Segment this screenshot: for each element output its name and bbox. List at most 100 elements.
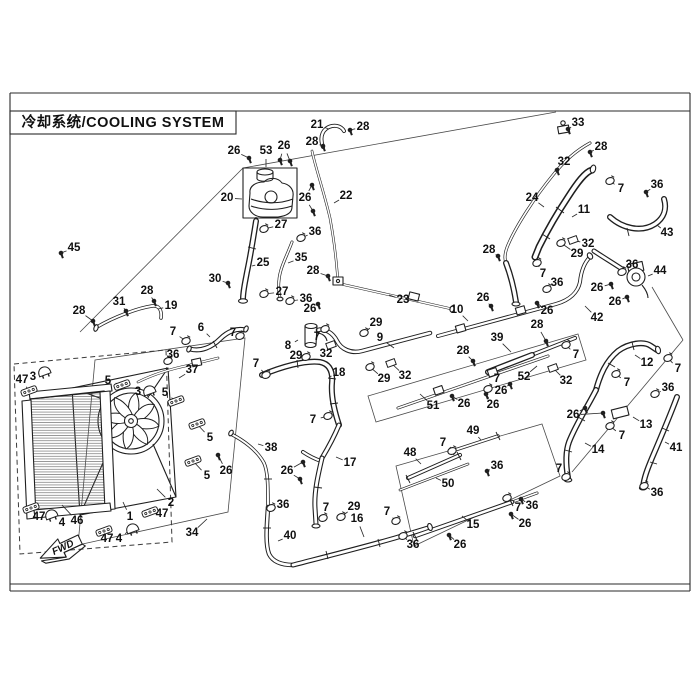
- callout-7: 7: [384, 506, 401, 525]
- hose-6: [188, 328, 247, 352]
- callout-4: 4: [116, 523, 140, 545]
- callout-50: 50: [435, 477, 454, 490]
- callout-20: 20: [221, 192, 243, 204]
- part-number: 7: [323, 502, 329, 514]
- pipe-24: [503, 141, 592, 265]
- part-number: 26: [278, 140, 291, 152]
- part-number: 29: [348, 501, 361, 513]
- part-number: 36: [626, 259, 639, 271]
- callout-40: 40: [277, 530, 297, 542]
- part-number: 35: [295, 252, 308, 264]
- callout-47: 47: [95, 525, 113, 545]
- hose-19: [95, 304, 163, 329]
- part-number: 32: [582, 238, 595, 250]
- part-number: 20: [221, 192, 234, 204]
- part-number: 26: [567, 409, 580, 421]
- callout-42: 42: [584, 305, 603, 324]
- bracket-22: [332, 276, 344, 286]
- callout-26: 26: [449, 393, 470, 410]
- hose-38: [230, 433, 269, 506]
- part-number: 36: [662, 382, 675, 394]
- callout-26: 26: [304, 301, 321, 315]
- callout-36: 36: [266, 499, 289, 512]
- part-number: 2: [168, 497, 174, 509]
- callout-36: 36: [163, 349, 179, 365]
- part-number: 36: [300, 293, 313, 305]
- callout-16: 16: [351, 513, 365, 538]
- callout-29: 29: [556, 237, 583, 260]
- callout-49: 49: [467, 425, 482, 441]
- callout-7: 7: [556, 463, 571, 481]
- callout-11: 11: [571, 204, 591, 218]
- callout-47: 47: [16, 374, 38, 397]
- pipe-37: [137, 357, 219, 383]
- callout-26: 26: [483, 391, 499, 411]
- part-number: 36: [309, 226, 322, 238]
- callout-5: 5: [105, 375, 131, 391]
- part-number: 40: [284, 530, 297, 542]
- part-number: 13: [640, 419, 653, 431]
- callout-36: 36: [296, 226, 322, 242]
- hose-19: [96, 304, 163, 328]
- callout-8: 8: [285, 339, 299, 352]
- hose-49: [451, 435, 499, 452]
- callout-33: 33: [565, 117, 584, 135]
- part-number: 16: [351, 513, 364, 525]
- callout-48: 48: [404, 447, 422, 465]
- part-number: 7: [170, 326, 176, 338]
- callout-7: 7: [502, 492, 521, 514]
- part-number: 48: [404, 447, 417, 459]
- callout-39: 39: [491, 332, 512, 353]
- part-number: 53: [260, 145, 273, 157]
- part-number: 38: [265, 442, 278, 454]
- callout-52: 52: [518, 365, 538, 383]
- callout-32: 32: [320, 340, 337, 360]
- callout-36: 36: [484, 460, 503, 477]
- part-number: 36: [526, 500, 539, 512]
- callout-28: 28: [306, 136, 326, 152]
- part-number: 11: [578, 204, 591, 216]
- part-number: 29: [290, 350, 303, 362]
- hoses-and-pipes: [95, 123, 680, 568]
- callout-37: 37: [178, 364, 198, 379]
- part-number: 19: [165, 300, 178, 312]
- part-number: 18: [333, 367, 346, 379]
- callout-32: 32: [567, 235, 595, 250]
- part-number: 47: [101, 533, 114, 545]
- part-number: 4: [59, 517, 66, 529]
- callout-5: 5: [184, 455, 211, 482]
- part-number: 17: [344, 457, 357, 469]
- part-number: 36: [651, 487, 664, 499]
- pipe-50: [399, 463, 469, 491]
- callout-7: 7: [253, 358, 271, 379]
- part-number: 45: [68, 242, 81, 254]
- callout-10: 10: [451, 304, 469, 322]
- callout-7: 7: [532, 257, 546, 280]
- part-number: 30: [209, 273, 222, 285]
- callout-26: 26: [228, 145, 252, 164]
- part-number: 44: [654, 265, 667, 277]
- callout-26: 26: [299, 182, 316, 217]
- callout-47: 47: [141, 506, 168, 520]
- callout-41: 41: [664, 441, 683, 454]
- small-parts: [304, 120, 649, 420]
- part-number: 21: [311, 119, 324, 131]
- callout-15: 15: [461, 515, 480, 531]
- pipe-35: [277, 241, 293, 299]
- callout-25: 25: [251, 257, 270, 269]
- hose-21: [320, 124, 346, 149]
- cooling-fan: [102, 392, 160, 450]
- hose-41: [641, 395, 679, 489]
- pipe-48: [406, 453, 462, 480]
- callout-28: 28: [307, 265, 331, 282]
- part-number: 5: [207, 432, 214, 444]
- part-number: 7: [310, 414, 316, 426]
- callout-26: 26: [281, 459, 306, 485]
- hose-17-stem: [313, 456, 324, 526]
- part-number: 32: [320, 348, 333, 360]
- callout-32: 32: [547, 363, 572, 387]
- part-number: 27: [276, 286, 289, 298]
- callout-46: 46: [61, 504, 83, 527]
- callout-28: 28: [73, 305, 96, 327]
